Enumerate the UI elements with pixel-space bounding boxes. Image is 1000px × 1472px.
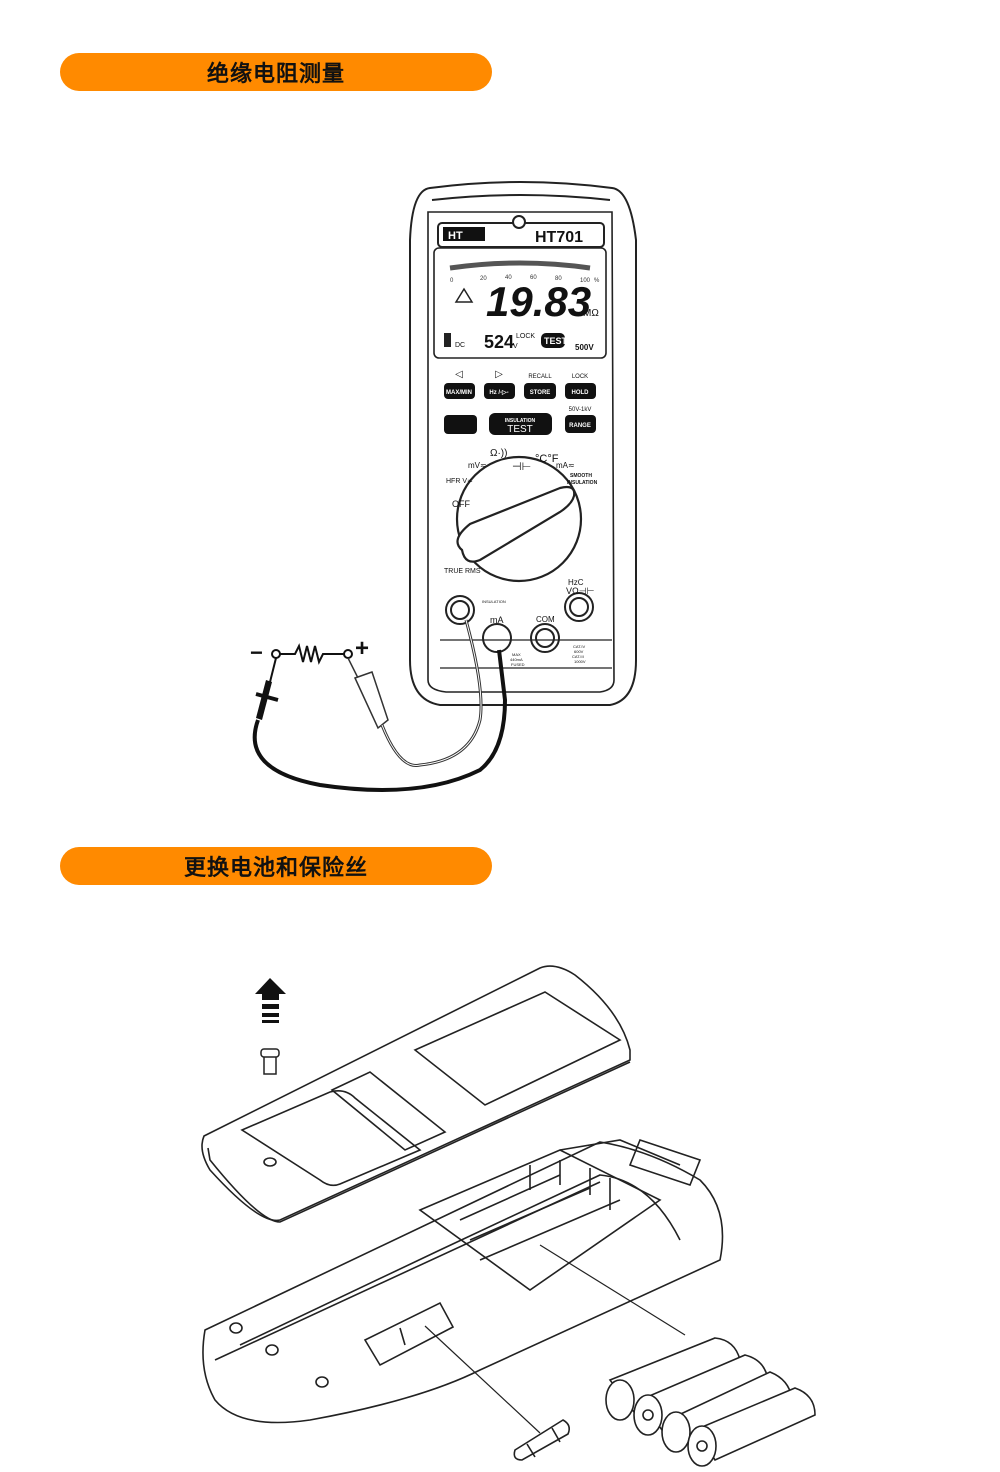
svg-text:SMOOTH: SMOOTH (570, 473, 592, 479)
meter-holster (409, 181, 637, 706)
ht-logo (443, 227, 485, 241)
lcd-screen (433, 247, 607, 359)
svg-text:%: % (594, 278, 600, 284)
svg-text:Hz /-▷-: Hz /-▷- (489, 389, 508, 396)
svg-text:INSULATION: INSULATION (505, 418, 536, 424)
terminal-ma (482, 623, 512, 653)
plus-sign: + (355, 635, 369, 662)
dial-knob (456, 485, 576, 563)
svg-text:100: 100 (580, 278, 591, 284)
svg-text:CAT.IV: CAT.IV (573, 644, 585, 649)
svg-text:MAX: MAX (512, 652, 521, 657)
svg-text:OFF: OFF (452, 499, 470, 509)
svg-text:°C°F: °C°F (535, 453, 559, 465)
sub-reading: 524 (484, 332, 514, 352)
svg-text:600V: 600V (574, 649, 584, 654)
svg-text:40: 40 (505, 275, 512, 281)
minus-sign: − (250, 640, 263, 665)
svg-text:MAX/MIN: MAX/MIN (446, 390, 472, 396)
svg-text:60: 60 (530, 275, 537, 281)
svg-text:50V-1kV: 50V-1kV (569, 407, 592, 413)
svg-text:FUSED: FUSED (511, 662, 525, 667)
svg-text:1000V: 1000V (574, 659, 586, 664)
main-reading: 19.83 (486, 278, 591, 325)
svg-text:DC: DC (455, 342, 465, 349)
svg-text:RANGE: RANGE (569, 423, 591, 429)
svg-text:HzC: HzC (568, 578, 584, 587)
svg-text:440mA: 440mA (510, 657, 523, 662)
svg-text:INSULATION: INSULATION (567, 480, 598, 486)
section-title: 绝缘电阻测量 (206, 62, 345, 87)
store-button[interactable] (524, 383, 556, 399)
up-arrow-icon (255, 978, 286, 1023)
button-row-1 (444, 383, 596, 399)
svg-text:20: 20 (480, 276, 487, 282)
brand-label: HT (448, 230, 463, 242)
meter-body (427, 211, 615, 693)
svg-text:80: 80 (555, 276, 562, 282)
hz-button[interactable] (484, 383, 515, 399)
svg-text:mV≂: mV≂ (468, 461, 487, 470)
battery-cover (201, 965, 631, 1222)
svg-text:⊣⊢: ⊣⊢ (512, 461, 531, 473)
svg-text:◁: ◁ (455, 369, 463, 380)
hold-button[interactable] (565, 383, 596, 399)
red-test-lead (347, 619, 483, 767)
svg-text:mA: mA (490, 615, 504, 625)
svg-text:HOLD: HOLD (572, 390, 590, 396)
svg-text:LOCK: LOCK (516, 333, 535, 340)
svg-text:COM: COM (536, 615, 555, 624)
svg-text:CAT.III: CAT.III (572, 654, 584, 659)
terminal-volt (564, 592, 594, 622)
main-unit: MΩ (583, 308, 599, 319)
max-min-button[interactable] (444, 383, 475, 399)
svg-text:0: 0 (450, 278, 454, 284)
test-badge: TEST (544, 336, 568, 346)
fuse-icon (513, 1419, 570, 1461)
svg-text:STORE: STORE (530, 390, 551, 396)
screw-icon (260, 1048, 280, 1075)
svg-text:LOCK: LOCK (572, 374, 588, 380)
terminal-insulation (445, 595, 475, 625)
section-banner-battery-fuse: 更换电池和保险丝 (60, 847, 492, 885)
section-title: 更换电池和保险丝 (183, 856, 368, 881)
terminal-com (530, 623, 560, 653)
svg-text:RECALL: RECALL (528, 374, 552, 380)
svg-text:mA≂: mA≂ (556, 461, 575, 470)
rotary-dial (455, 455, 583, 583)
svg-text:INSULATION: INSULATION (482, 599, 506, 604)
svg-text:VΩ⊣⊢: VΩ⊣⊢ (566, 586, 595, 596)
range-button[interactable] (565, 415, 596, 433)
model-label: HT701 (535, 229, 583, 246)
section-banner-insulation: 绝缘电阻测量 (60, 53, 492, 91)
test-voltage: 500V (575, 343, 594, 352)
blank-button[interactable] (444, 415, 477, 434)
svg-text:TEST: TEST (507, 424, 533, 435)
meter-case-bottom (202, 1141, 724, 1424)
svg-text:V: V (513, 343, 518, 350)
svg-text:HFR V≂: HFR V≂ (446, 478, 473, 485)
resistor-circuit (271, 643, 353, 665)
insulation-test-button[interactable] (489, 413, 552, 435)
svg-text:Ω·)): Ω·)) (490, 448, 507, 459)
batteries-icon (605, 1337, 816, 1467)
svg-text:TRUE RMS: TRUE RMS (444, 568, 481, 575)
svg-text:▷: ▷ (495, 369, 503, 380)
black-test-lead (252, 649, 508, 792)
